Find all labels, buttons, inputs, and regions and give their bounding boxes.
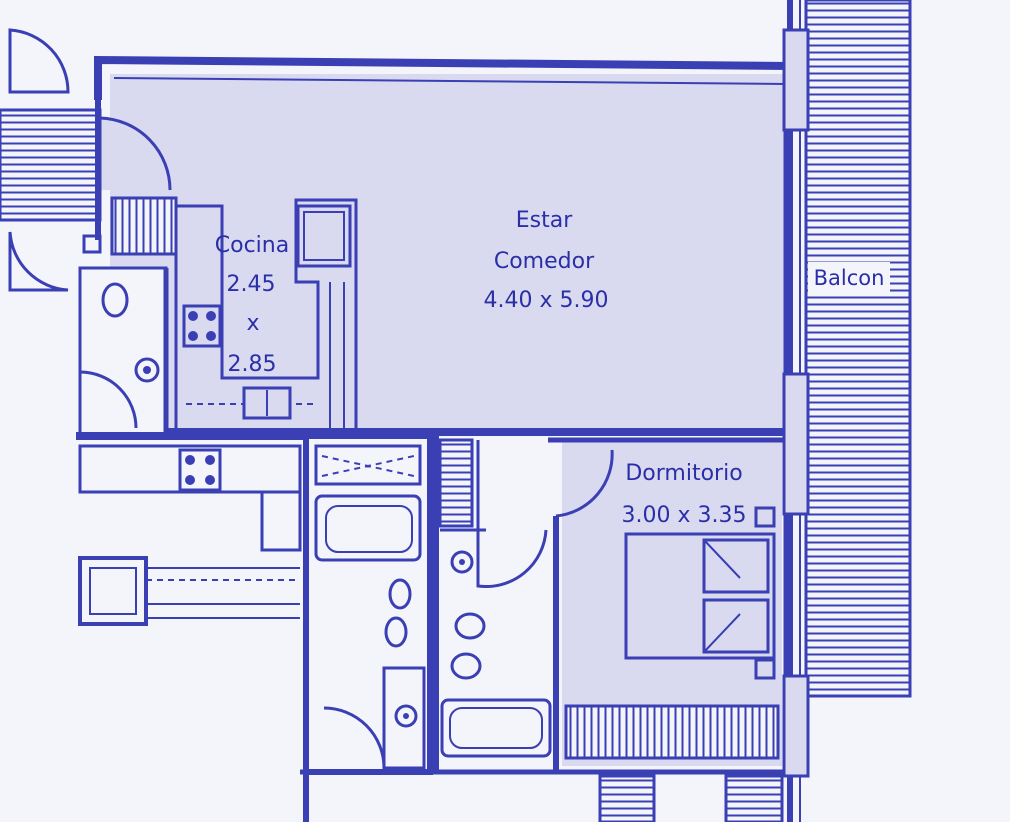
cocina-label: Cocina [215,233,289,258]
walls [95,28,810,822]
lower-left-area [76,432,306,626]
cocina-separator: x [246,311,259,336]
dormitorio-label: Dormitorio [625,461,742,486]
cocina-dim1: 2.45 [227,272,276,297]
room-labels: Estar Comedor 4.40 x 5.90 Cocina 2.45 x … [215,208,890,528]
left-wc [78,234,169,436]
entry-door [8,28,172,292]
central-bathroom [303,433,433,775]
bedroom [548,437,786,766]
estar-label-line2: Comedor [494,249,595,274]
estar-dimensions: 4.40 x 5.90 [484,288,609,313]
bottom-stairs [598,774,784,822]
dormitorio-dimensions: 3.00 x 3.35 [622,503,747,528]
estar-label-line1: Estar [516,208,573,233]
cocina-dim2: 2.85 [228,352,277,377]
entry-stairs [0,108,102,222]
kitchen [110,196,358,432]
balcon-label: Balcon [814,266,885,290]
hall-bathroom [433,436,559,772]
